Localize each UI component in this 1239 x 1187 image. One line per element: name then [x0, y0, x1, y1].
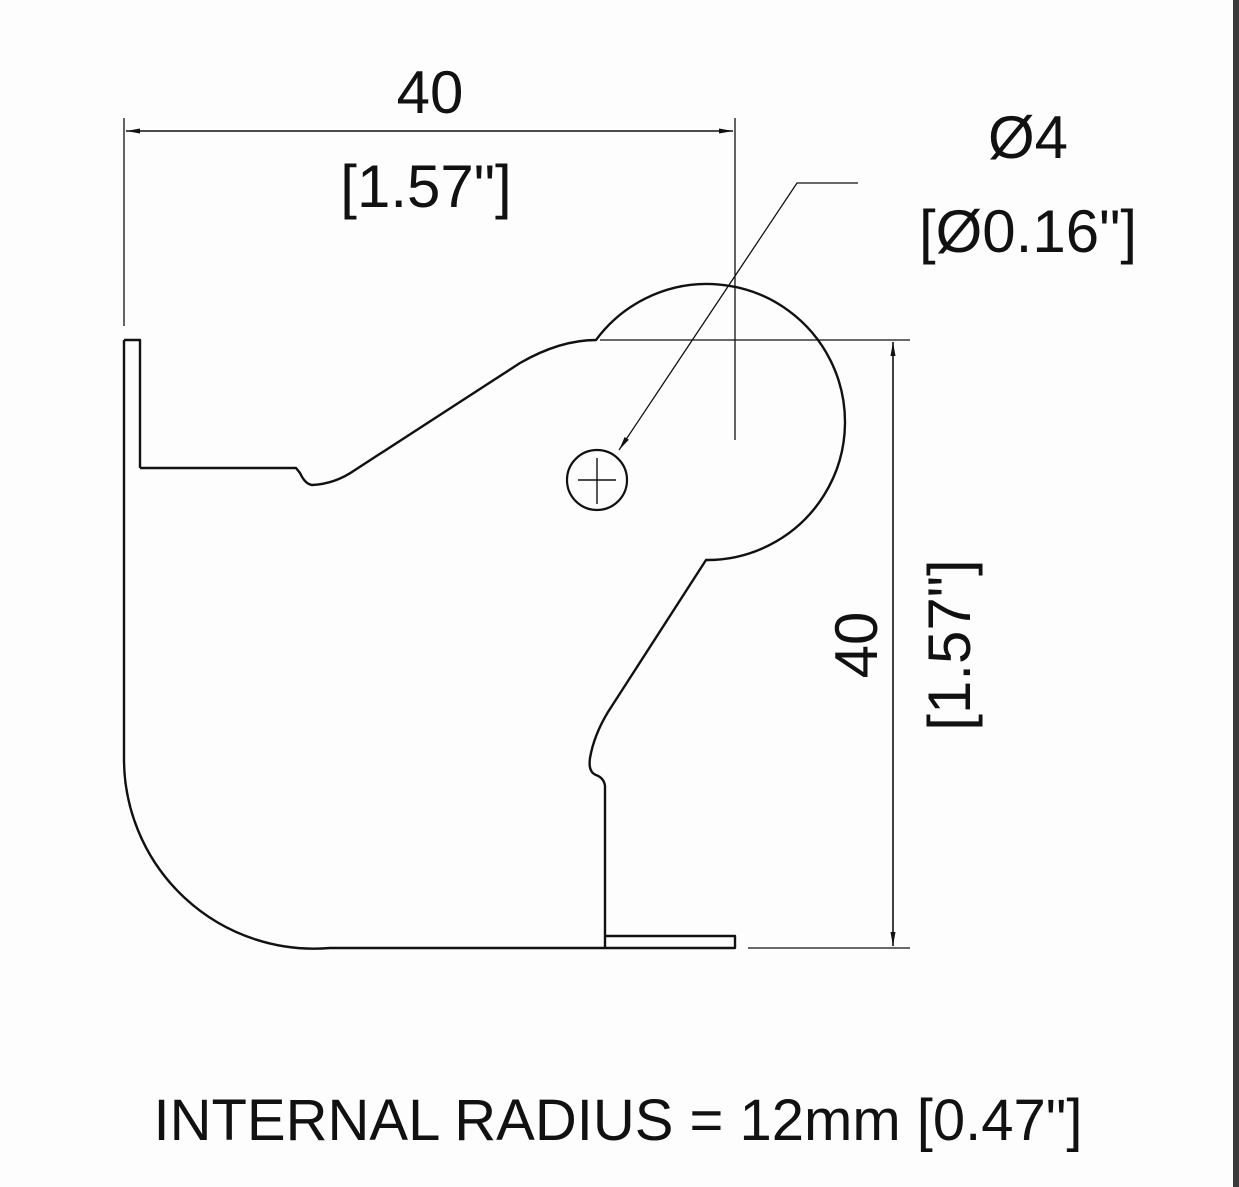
dimension-lines [123, 118, 910, 949]
mounting-hole [565, 448, 629, 512]
height-dimension-value: 40 [823, 612, 890, 679]
corner-bracket-outline [122, 282, 847, 950]
height-dimension-imperial: [1.57"] [916, 559, 983, 730]
window-edge [1233, 0, 1239, 1187]
hole-dimension-value: Ø4 [988, 104, 1068, 171]
left-flange [124, 338, 142, 468]
hole-dimension-imperial: [Ø0.16"] [919, 198, 1137, 265]
hole-leader-line [618, 182, 858, 451]
width-dimension-imperial: [1.57"] [340, 153, 511, 220]
width-dimension-value: 40 [397, 59, 464, 126]
internal-radius-note: INTERNAL RADIUS = 12mm [0.47"] [154, 1088, 1083, 1153]
part-profile [122, 282, 847, 950]
